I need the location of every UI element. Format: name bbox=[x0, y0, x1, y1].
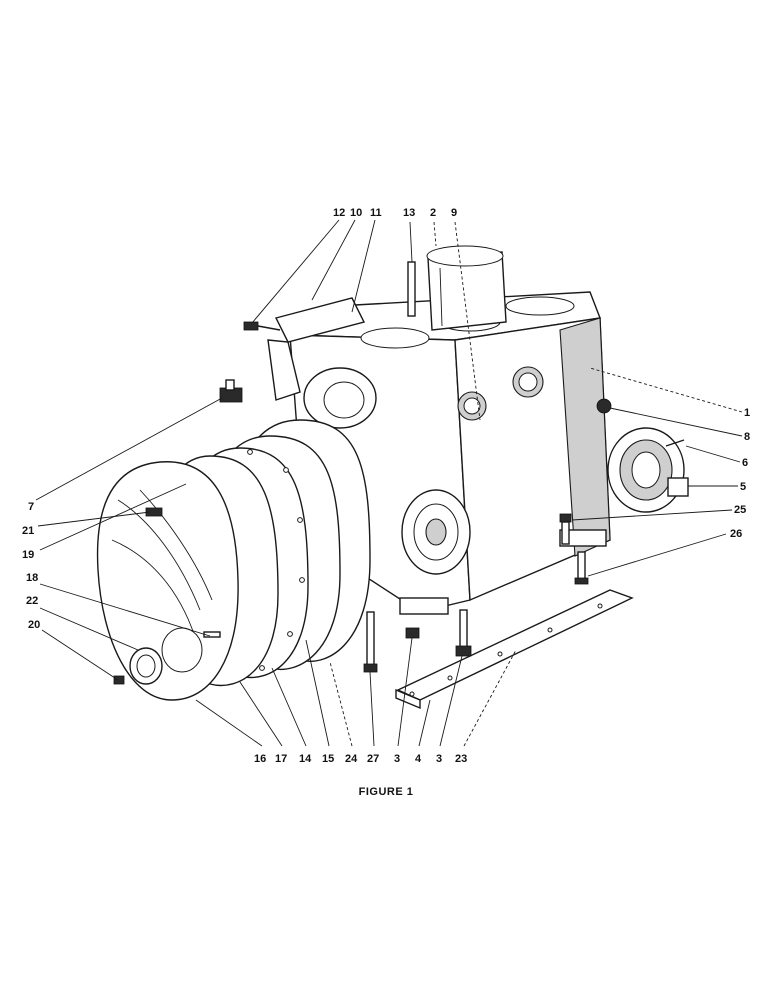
callout-9: 9 bbox=[451, 207, 457, 219]
callout-13: 13 bbox=[403, 207, 415, 219]
callout-15: 15 bbox=[322, 753, 334, 765]
callout-27: 27 bbox=[367, 753, 379, 765]
stud-27-part bbox=[363, 611, 378, 673]
callout-7: 7 bbox=[28, 501, 34, 513]
bolt-part bbox=[559, 513, 572, 545]
rear-plate-part bbox=[607, 427, 689, 513]
callout-14: 14 bbox=[299, 753, 312, 765]
figure-caption: FIGURE 1 bbox=[358, 786, 414, 798]
callout-26: 26 bbox=[730, 528, 742, 540]
callout-10: 10 bbox=[350, 207, 362, 219]
callout-23: 23 bbox=[455, 753, 467, 765]
base-bolts-part bbox=[405, 609, 472, 657]
callout-19: 19 bbox=[22, 549, 34, 561]
callout-22: 22 bbox=[26, 595, 38, 607]
callout-1: 1 bbox=[744, 407, 750, 419]
callout-11: 11 bbox=[370, 207, 382, 219]
callout-8: 8 bbox=[744, 431, 750, 443]
callout-6: 6 bbox=[742, 457, 748, 469]
sump-gasket-part bbox=[395, 589, 634, 710]
oil-seal-part bbox=[113, 647, 163, 685]
drain-tap-part bbox=[219, 379, 243, 403]
callout-3a: 3 bbox=[394, 753, 400, 765]
plug-part bbox=[596, 398, 612, 414]
callout-21: 21 bbox=[22, 525, 34, 537]
callout-20: 20 bbox=[28, 619, 40, 631]
crankcase-block-part bbox=[289, 245, 611, 615]
water-outlet-part bbox=[243, 297, 366, 401]
callout-5: 5 bbox=[740, 481, 746, 493]
callout-18: 18 bbox=[26, 572, 38, 584]
callout-24: 24 bbox=[345, 753, 358, 765]
stud-part bbox=[574, 551, 589, 585]
timing-cover-part bbox=[96, 461, 239, 701]
callout-2: 2 bbox=[430, 207, 436, 219]
callout-labels: 12 10 11 13 2 9 1 8 6 5 25 26 7 21 19 18… bbox=[22, 207, 750, 765]
callout-25: 25 bbox=[734, 504, 746, 516]
callout-16: 16 bbox=[254, 753, 266, 765]
callout-17: 17 bbox=[275, 753, 287, 765]
callout-12: 12 bbox=[333, 207, 345, 219]
callout-3b: 3 bbox=[436, 753, 442, 765]
leader-lines bbox=[35, 219, 743, 747]
callout-4: 4 bbox=[415, 753, 422, 765]
